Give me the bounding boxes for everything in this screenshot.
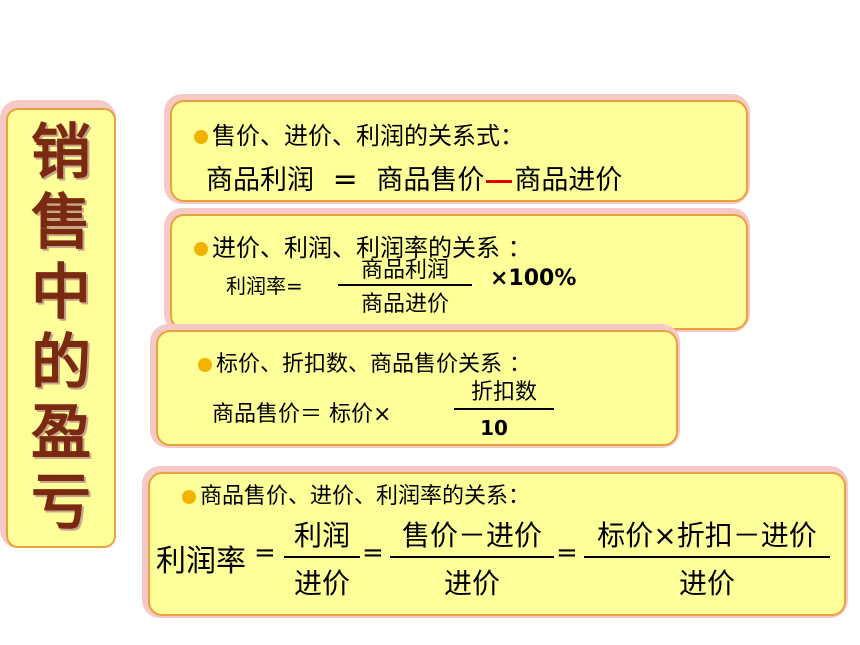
box2-tail: ×100% xyxy=(490,266,577,291)
box3-denominator: 10 xyxy=(480,416,508,440)
box4-f1-numerator: 利润 xyxy=(293,519,350,552)
box4-f3-bar xyxy=(584,556,830,558)
box-profit-relation: 售价、进价、利润的关系式： 商品利润 = 商品售价商品进价 xyxy=(170,100,748,202)
box4-f2-bar xyxy=(390,556,554,558)
box4-eq-3: = xyxy=(556,538,578,568)
box-profit-rate-full: 商品售价、进价、利润率的关系： 利润率 = 利润 进价 = 售价－进价 进价 =… xyxy=(148,472,846,616)
box2-heading-text: 进价、利润、利润率的关系 ： xyxy=(212,234,532,262)
bullet-icon xyxy=(194,130,208,144)
box4-f2-denominator: 进价 xyxy=(443,567,500,600)
box3-heading: 标价、折扣数、商品售价关系 ： xyxy=(198,346,531,378)
box4-heading: 商品售价、进价、利润率的关系： xyxy=(182,478,530,510)
box2-numerator: 商品利润 xyxy=(360,258,449,283)
vertical-title-panel: 销 售 中 的 盈 亏 xyxy=(6,108,116,548)
box3-fraction-bar xyxy=(454,408,554,410)
minus-icon xyxy=(486,180,513,183)
box2-lhs: 利润率= xyxy=(226,274,303,298)
bullet-icon xyxy=(182,490,196,504)
box4-f3-denominator: 进价 xyxy=(678,567,735,600)
box4-f3-numerator: 标价×折扣－进价 xyxy=(597,519,817,552)
box1-lhs: 商品利润 xyxy=(206,165,314,196)
box1-eq: = xyxy=(332,162,358,197)
box4-f2-numerator: 售价－进价 xyxy=(401,519,542,552)
box2-fraction-bar xyxy=(338,284,472,286)
bullet-icon xyxy=(194,242,208,256)
box2-heading: 进价、利润、利润率的关系 ： xyxy=(194,228,532,263)
title-char-3: 中 xyxy=(31,258,91,328)
title-char-1: 销 xyxy=(31,118,91,188)
box4-heading-text: 商品售价、进价、利润率的关系： xyxy=(200,484,531,509)
box4-f1-denominator: 进价 xyxy=(293,567,350,600)
box1-mid: 商品售价 xyxy=(376,165,485,196)
box3-numerator: 折扣数 xyxy=(470,380,537,405)
box4-lhs: 利润率 xyxy=(156,545,246,578)
title-char-5: 盈 xyxy=(31,398,91,468)
box-profit-rate: 进价、利润、利润率的关系 ： 利润率= 商品利润 商品进价 ×100% xyxy=(170,214,748,330)
box-sale-price: 标价、折扣数、商品售价关系 ： 商品售价＝ 标价× 折扣数 10 xyxy=(156,330,678,446)
box4-eq-1: = xyxy=(254,538,276,568)
title-char-2: 售 xyxy=(31,188,91,258)
box1-heading: 售价、进价、利润的关系式： xyxy=(194,116,524,151)
box3-heading-text: 标价、折扣数、商品售价关系 ： xyxy=(216,352,531,377)
title-char-4: 的 xyxy=(31,328,91,398)
box4-eq-2: = xyxy=(362,538,384,568)
box1-heading-text: 售价、进价、利润的关系式： xyxy=(212,122,524,150)
bullet-icon xyxy=(198,358,212,372)
box4-f1-bar xyxy=(284,556,360,558)
box3-lhs: 商品售价＝ 标价× xyxy=(212,402,392,427)
box1-formula: 商品利润 = 商品售价商品进价 xyxy=(206,158,622,197)
box1-rhs: 商品进价 xyxy=(514,165,623,196)
title-char-6: 亏 xyxy=(31,468,91,538)
box2-denominator: 商品进价 xyxy=(360,292,449,317)
